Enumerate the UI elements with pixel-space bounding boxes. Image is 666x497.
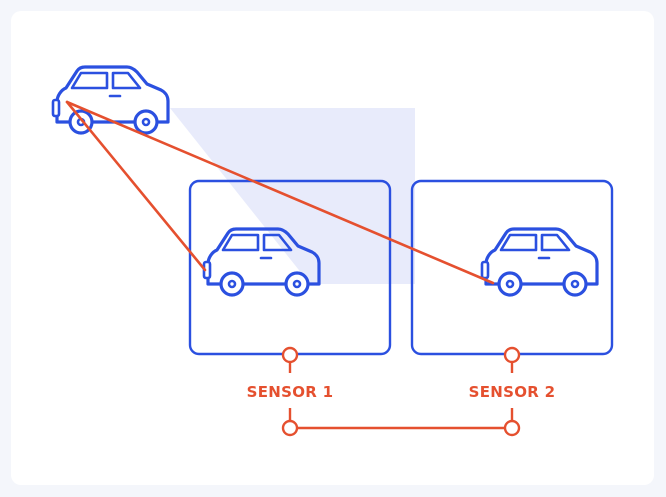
sensor-1-label: SENSOR 1: [246, 383, 334, 401]
suv-car-icon: [51, 65, 170, 135]
sensor-2-image-frame: [410, 179, 614, 356]
suv-car-icon: [480, 227, 599, 297]
sensor-2-top-node: [503, 346, 521, 364]
sensor-1-bottom-node: [281, 419, 299, 437]
sensor-2-label: SENSOR 2: [468, 383, 556, 401]
projection-ray-1: [65, 100, 207, 272]
view-cone: [170, 108, 415, 284]
sensor-1-top-node: [281, 346, 299, 364]
projection-ray-2: [65, 100, 495, 285]
sensor-2-bottom-node: [503, 419, 521, 437]
